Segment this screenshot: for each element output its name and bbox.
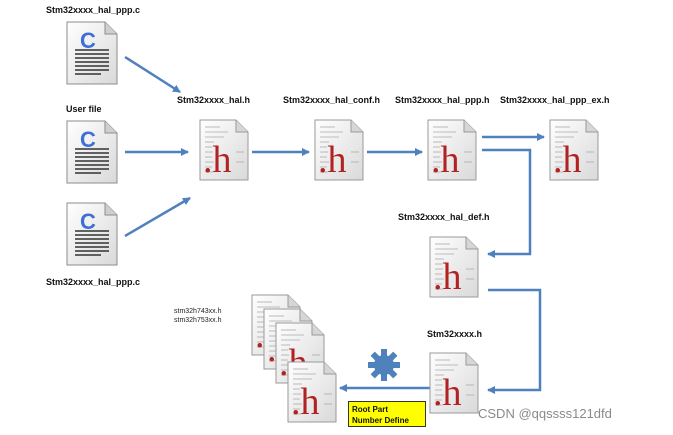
- root-part-number-box: Root Part Number Define: [348, 401, 426, 427]
- arrow-def-to-stm32xxxx: [487, 288, 542, 394]
- label-part-h743: stm32h743xx.h: [174, 308, 222, 315]
- label-part-h753: stm32h753xx.h: [174, 317, 222, 324]
- h-letter: .h: [318, 139, 347, 181]
- h-file-icon-hal-ppp-ex: .h: [549, 119, 599, 181]
- h-file-icon-hal: .h: [199, 119, 249, 181]
- h-file-icon-hal-ppp: .h: [427, 119, 477, 181]
- label-user-file: User file: [66, 104, 102, 114]
- label-stm32xxxx-h: Stm32xxxx.h: [427, 329, 483, 339]
- arrows: [124, 55, 545, 394]
- label-hal-conf-h: Stm32xxxx_hal_conf.h: [283, 95, 381, 105]
- arrow-c-bot-to-hal: [124, 196, 191, 238]
- root-part-line1: Root Part: [352, 405, 388, 414]
- gear-icon: [368, 349, 400, 381]
- c-file-icon-user: C: [66, 120, 118, 184]
- c-letter: C: [80, 127, 96, 152]
- h-letter: .h: [291, 381, 320, 423]
- c-file-icon-top: C: [66, 21, 118, 85]
- label-hal-def-h: Stm32xxxx_hal_def.h: [398, 212, 490, 222]
- h-file-icon-stm32xxxx: .h: [429, 352, 479, 414]
- h-file-icon-hal-def: .h: [429, 236, 479, 298]
- h-letter: .h: [431, 139, 460, 181]
- label-c-file-bottom: Stm32xxxx_hal_ppp.c: [46, 277, 141, 287]
- h-letter: .h: [203, 139, 232, 181]
- arrow-ppp-to-def: [482, 148, 532, 258]
- c-file-icon-bottom: C: [66, 202, 118, 266]
- label-hal-h: Stm32xxxx_hal.h: [177, 95, 251, 105]
- h-letter: .h: [433, 372, 462, 414]
- arrow-c-top-to-hal: [124, 55, 181, 94]
- h-letter: .h: [553, 139, 582, 181]
- label-hal-ppp-ex-h: Stm32xxxx_hal_ppp_ex.h: [500, 95, 610, 105]
- h-file-icon-hal-conf: .h: [314, 119, 364, 181]
- label-hal-ppp-h: Stm32xxxx_hal_ppp.h: [395, 95, 490, 105]
- watermark: CSDN @qqssss121dfd: [478, 406, 612, 421]
- c-letter: C: [80, 209, 96, 234]
- h-letter: .h: [433, 256, 462, 298]
- h-file-icon-stack: .h .h .h .h: [251, 294, 337, 423]
- label-c-file-top: Stm32xxxx_hal_ppp.c: [46, 5, 141, 15]
- root-part-line2: Number Define: [352, 416, 409, 425]
- c-letter: C: [80, 28, 96, 53]
